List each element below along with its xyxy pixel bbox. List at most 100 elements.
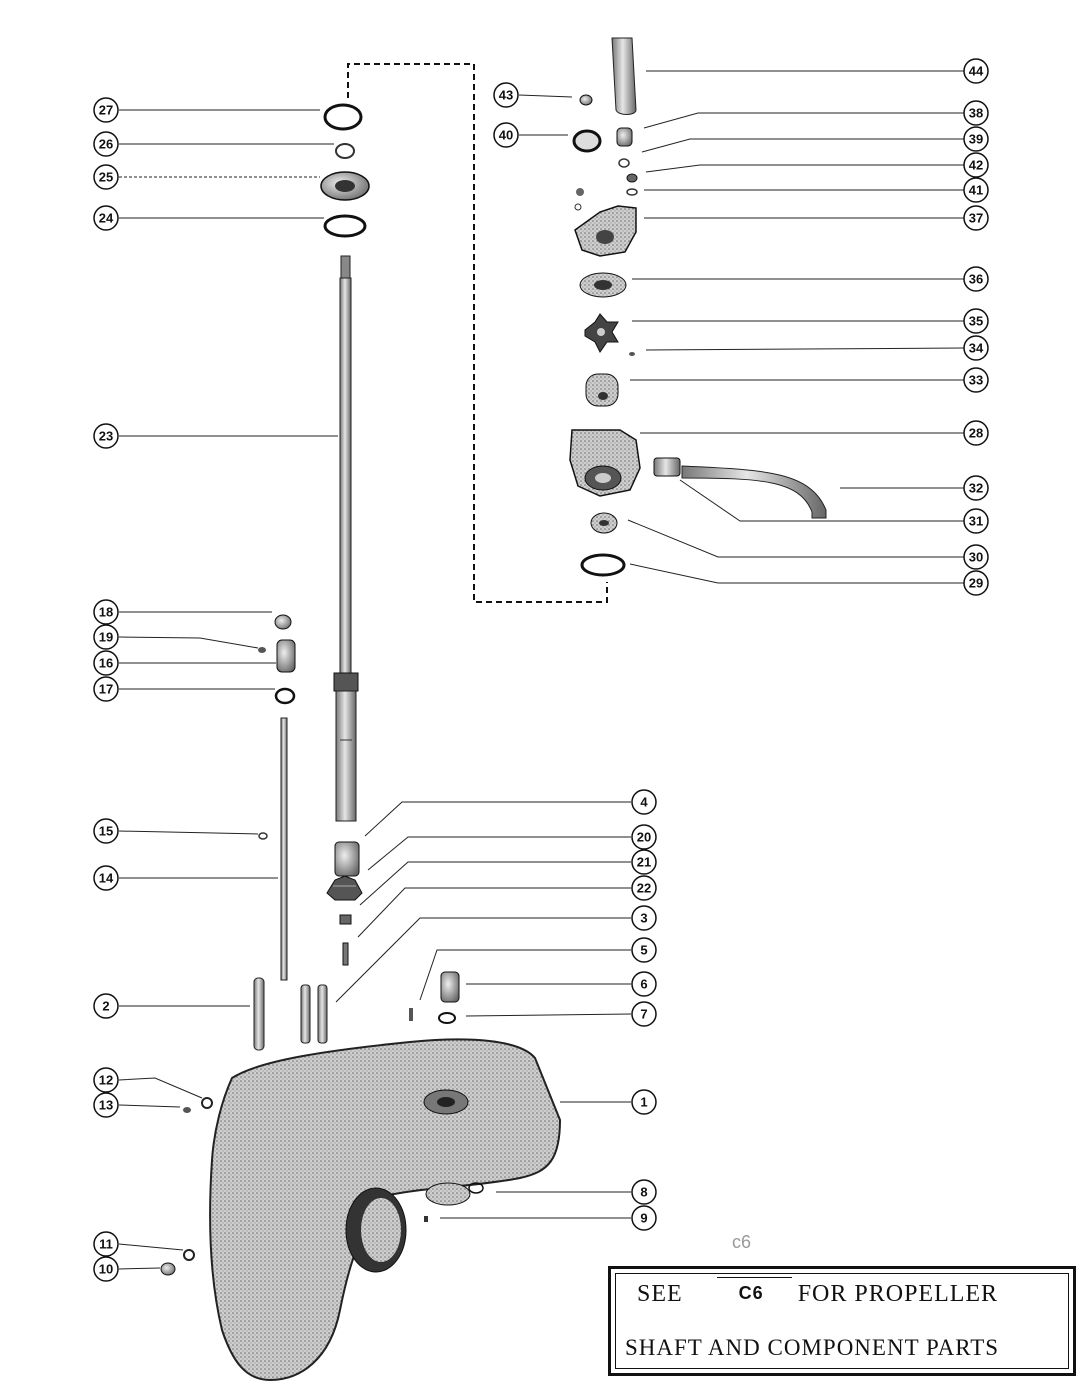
part-7-washer: [438, 1012, 456, 1024]
callout-number: 25: [99, 170, 113, 185]
part-9-screw: [424, 1216, 428, 1222]
part-29-gasket: [580, 553, 626, 577]
callout-number: 29: [969, 576, 983, 591]
part-26-ring: [335, 143, 355, 159]
callout-number: 9: [640, 1211, 647, 1226]
callout-number: 6: [640, 977, 647, 992]
callout-circle: [963, 420, 989, 446]
callout-circle: [963, 266, 989, 292]
part-25-bearing: [320, 171, 370, 201]
callout-number: 13: [99, 1098, 113, 1113]
callout-number: 20: [637, 830, 651, 845]
callout-27: 27: [93, 97, 119, 123]
callout-number: 33: [969, 373, 983, 388]
callout-4: 4: [631, 789, 657, 815]
callout-circle: [631, 824, 657, 850]
callout-circle: [631, 1179, 657, 1205]
part-35-impeller: [584, 313, 619, 353]
part-13-screw: [183, 1107, 191, 1113]
callout-circle: [93, 599, 119, 625]
callout-number: 43: [499, 88, 513, 103]
callout-number: 11: [99, 1237, 113, 1252]
part-21-gear: [326, 875, 363, 901]
callout-number: 36: [969, 272, 983, 287]
part-41-washer: [626, 188, 638, 196]
callout-number: 30: [969, 550, 983, 565]
callout-circle: [963, 177, 989, 203]
callout-circle: [963, 335, 989, 361]
callout-24: 24: [93, 205, 119, 231]
callout-circle: [493, 122, 519, 148]
callout-number: 44: [969, 64, 984, 79]
callout-30: 30: [963, 544, 989, 570]
part-19-pin: [258, 647, 266, 653]
callout-number: 37: [969, 211, 983, 226]
part-38-grommet: [616, 127, 633, 147]
callout-39: 39: [963, 126, 989, 152]
callout-circle: [631, 971, 657, 997]
part-1-gear-housing: [209, 1038, 562, 1382]
callout-number: 17: [99, 682, 113, 697]
callout-circle: [963, 570, 989, 596]
callout-9: 9: [631, 1205, 657, 1231]
part-23-drive-shaft: [333, 255, 359, 822]
callout-number: 4: [640, 795, 648, 810]
callout-10: 10: [93, 1256, 119, 1282]
part-screw-small: [342, 942, 349, 966]
callout-12: 12: [93, 1067, 119, 1093]
part-11-washer: [183, 1249, 195, 1261]
callout-number: 31: [969, 514, 983, 529]
callout-circle: [93, 97, 119, 123]
part-20-bushing: [334, 841, 360, 877]
part-42-nut: [626, 173, 638, 183]
part-40-seal: [572, 129, 602, 153]
part-16-bushing: [276, 639, 296, 673]
note-ref: C6: [716, 1277, 792, 1303]
callout-2: 2: [93, 993, 119, 1019]
note-inner-border: [615, 1273, 1069, 1369]
callout-number: 14: [99, 871, 114, 886]
part-43-grommet: [579, 94, 593, 106]
part-39-washer: [618, 158, 630, 168]
callout-3: 3: [631, 905, 657, 931]
callout-1: 1: [631, 1089, 657, 1115]
part-5-pin: [409, 1008, 413, 1021]
callout-35: 35: [963, 308, 989, 334]
callout-circle: [963, 152, 989, 178]
callout-circle: [93, 1256, 119, 1282]
callout-number: 18: [99, 605, 113, 620]
callout-40: 40: [493, 122, 519, 148]
callout-11: 11: [93, 1231, 119, 1257]
part-14-shift-shaft: [280, 717, 288, 981]
part-27-oring: [323, 103, 363, 131]
callout-circle: [631, 1205, 657, 1231]
part-10-screw: [160, 1262, 176, 1276]
callout-14: 14: [93, 865, 119, 891]
callout-circle: [963, 205, 989, 231]
note-line-2: SHAFT AND COMPONENT PARTS: [625, 1335, 1000, 1360]
stray-reference-mark: c6: [732, 1232, 752, 1252]
callout-number: 24: [99, 211, 114, 226]
callout-circle: [93, 1231, 119, 1257]
part-15-clip: [258, 832, 268, 840]
part-3-dowels: [300, 984, 328, 1044]
part-18-nut: [274, 614, 292, 630]
callout-circle: [93, 164, 119, 190]
part-37-pump-cover: [574, 205, 637, 257]
leader-lines: [118, 70, 965, 1270]
part-small-nuts: [574, 188, 584, 211]
callout-circle: [93, 676, 119, 702]
callout-circle: [963, 100, 989, 126]
callout-number: 23: [99, 429, 113, 444]
callout-number: 5: [640, 943, 647, 958]
callout-13: 13: [93, 1092, 119, 1118]
callout-8: 8: [631, 1179, 657, 1205]
callout-5: 5: [631, 937, 657, 963]
callout-7: 7: [631, 1001, 657, 1027]
callout-circle: [93, 131, 119, 157]
part-32-hose: [681, 465, 827, 519]
callout-29: 29: [963, 570, 989, 596]
